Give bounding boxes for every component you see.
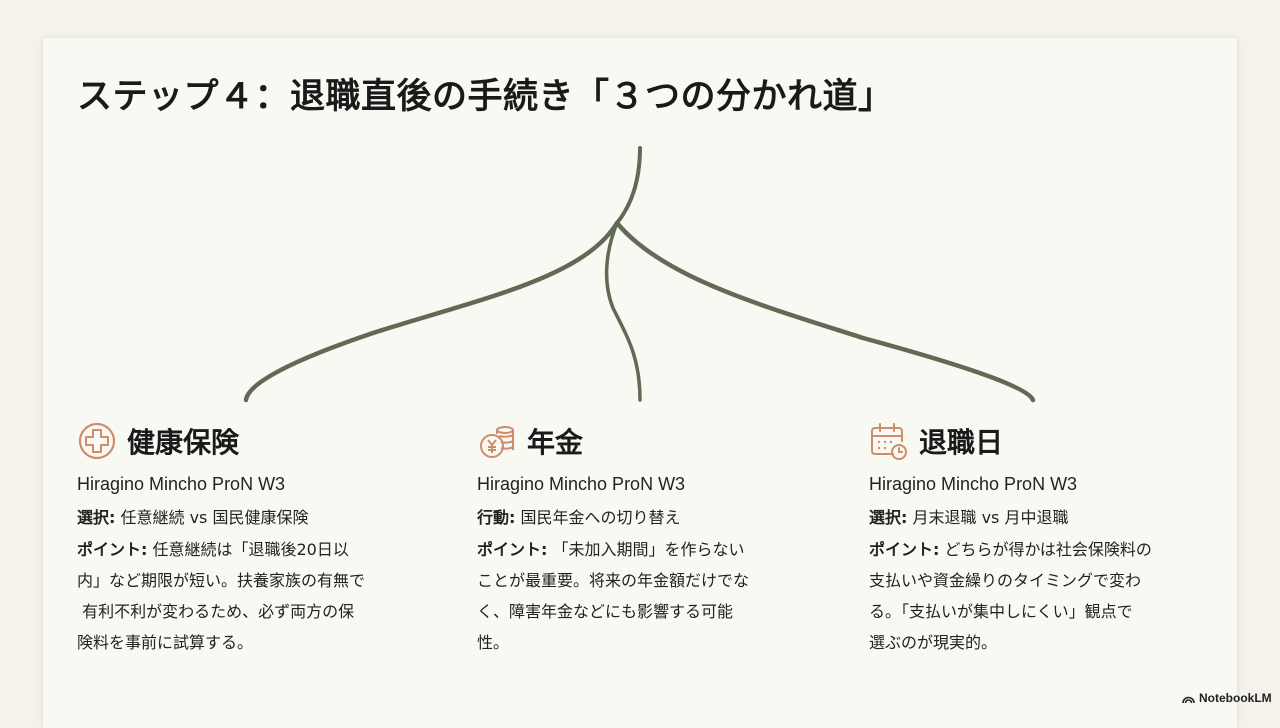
point-key: ポイント: bbox=[77, 540, 148, 559]
point-body: 「未加入期間」を作らない ことが最重要。将来の年金額だけでな く、障害年金などに… bbox=[477, 540, 750, 652]
branching-tree-diagram bbox=[243, 146, 1036, 403]
point-text: ポイント: どちらが得かは社会保険料の 支払いや資金繰りのタイミングで変わ る。… bbox=[869, 534, 1219, 658]
branch-middle bbox=[604, 221, 642, 402]
yen-coins-icon bbox=[480, 426, 514, 458]
choice-value: 任意継続 vs 国民健康保険 bbox=[115, 508, 309, 527]
notebooklm-brand: NotebookLM bbox=[1182, 691, 1272, 705]
notebooklm-logo-icon bbox=[1182, 696, 1195, 703]
action-value: 国民年金への切り替え bbox=[515, 508, 681, 527]
font-label: Hiragino Mincho ProN W3 bbox=[77, 474, 286, 494]
choice-line: 選択: 任意継続 vs 国民健康保険 bbox=[77, 503, 427, 532]
column-pension: 年金 Hiragino Mincho ProN W3 行動: 国民年金への切り替… bbox=[477, 420, 827, 658]
column-retirement-date: 退職日 Hiragino Mincho ProN W3 選択: 月末退職 vs … bbox=[869, 420, 1219, 658]
branch-left bbox=[243, 220, 620, 403]
point-key: ポイント: bbox=[869, 540, 940, 559]
column-title: 年金 bbox=[527, 426, 584, 459]
action-line: 行動: 国民年金への切り替え bbox=[477, 503, 827, 532]
point-text: ポイント: 「未加入期間」を作らない ことが最重要。将来の年金額だけでな く、障… bbox=[477, 534, 827, 658]
choice-line: 選択: 月末退職 vs 月中退職 bbox=[869, 503, 1219, 532]
point-text: ポイント: 任意継続は「退職後20日以 内」など期限が短い。扶養家族の有無で 有… bbox=[77, 534, 427, 658]
slide-title: ステップ４：退職直後の手続き「３つの分かれ道」 bbox=[77, 77, 894, 117]
slide: ステップ４：退職直後の手続き「３つの分かれ道」 健康保険 Hiragino Mi… bbox=[43, 38, 1237, 728]
font-label: Hiragino Mincho ProN W3 bbox=[869, 474, 1078, 494]
tree-trunk bbox=[615, 146, 642, 225]
action-key: 行動: bbox=[477, 508, 516, 527]
point-body: どちらが得かは社会保険料の 支払いや資金繰りのタイミングで変わ る。「支払いが集… bbox=[869, 540, 1152, 652]
column-title: 健康保険 bbox=[127, 426, 240, 459]
choice-key: 選択: bbox=[77, 508, 116, 527]
font-label: Hiragino Mincho ProN W3 bbox=[477, 474, 686, 494]
brand-label: NotebookLM bbox=[1199, 691, 1272, 705]
point-key: ポイント: bbox=[477, 540, 548, 559]
choice-key: 選択: bbox=[869, 508, 908, 527]
column-health-insurance: 健康保険 Hiragino Mincho ProN W3 選択: 任意継続 vs… bbox=[77, 420, 427, 658]
medical-cross-icon bbox=[78, 422, 116, 460]
calendar-clock-icon bbox=[871, 423, 907, 460]
column-title: 退職日 bbox=[919, 426, 1004, 459]
choice-value: 月末退職 vs 月中退職 bbox=[907, 508, 1069, 527]
point-body: 任意継続は「退職後20日以 内」など期限が短い。扶養家族の有無で 有利不利が変わ… bbox=[77, 540, 366, 652]
branch-right bbox=[614, 220, 1036, 403]
